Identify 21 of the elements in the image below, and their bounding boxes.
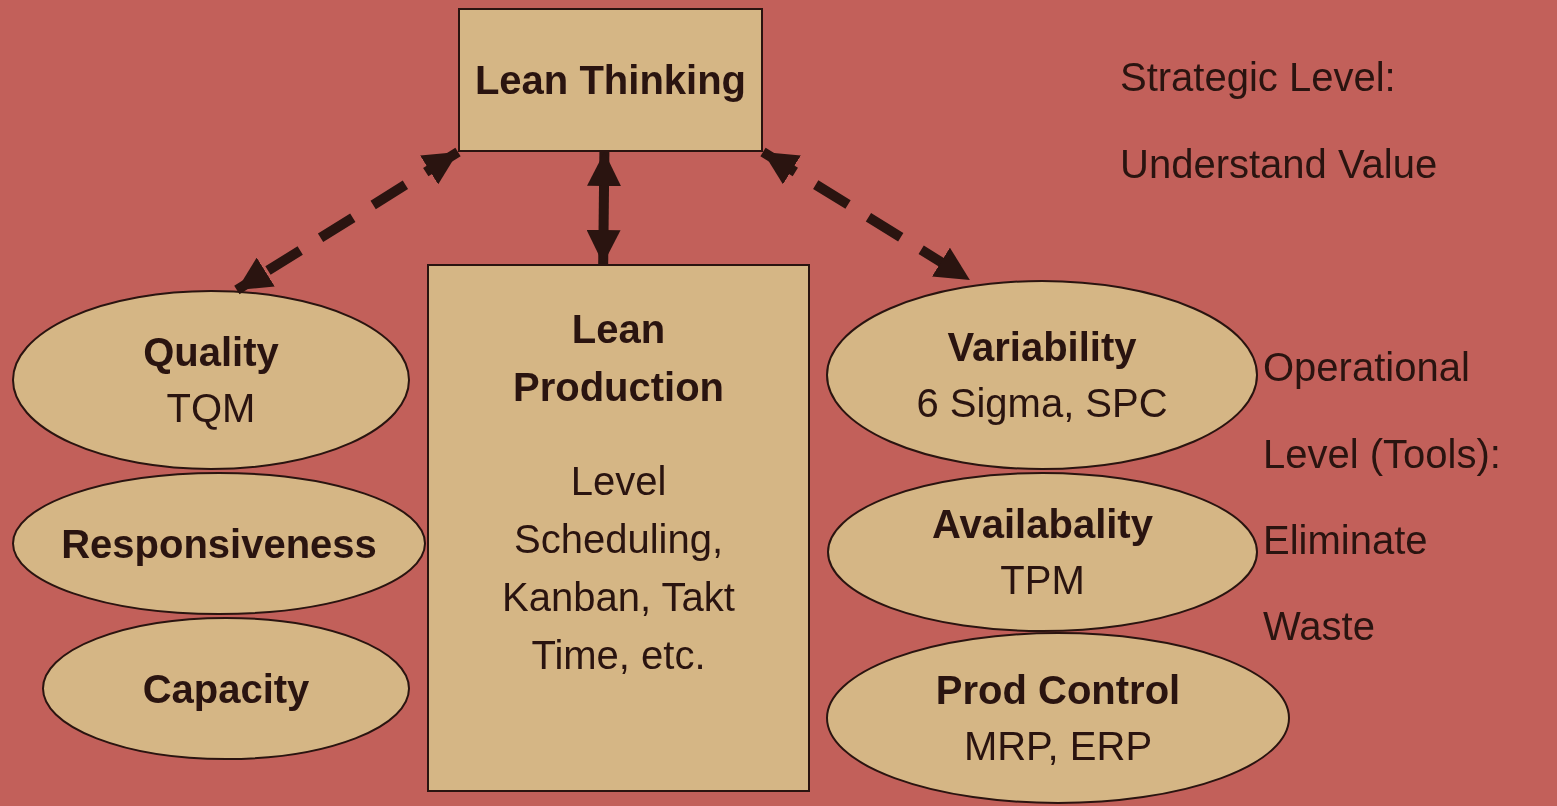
node-description: Level Scheduling, Kanban, Takt Time, etc. <box>501 458 736 679</box>
node-heading: Availabality <box>932 501 1153 548</box>
node-heading: Lean Production <box>511 306 726 411</box>
node-heading: Responsiveness <box>61 520 377 568</box>
operational-level-note: Eliminate <box>1263 518 1428 563</box>
double-arrow <box>234 147 461 295</box>
strategic-level-note: Strategic Level: <box>1120 55 1396 100</box>
double-arrow <box>586 151 622 265</box>
operational-level-note: Operational <box>1263 345 1470 390</box>
operational-level-note: Waste <box>1263 604 1375 649</box>
node-heading: Prod Control <box>935 667 1181 714</box>
node-heading: Lean Thinking <box>474 57 747 104</box>
node-description: MRP, ERP <box>963 723 1153 770</box>
node-description: TQM <box>166 385 256 432</box>
node-heading: Capacity <box>142 665 310 713</box>
node-heading: Quality <box>143 329 279 376</box>
strategic-level-note: Understand Value <box>1120 142 1438 187</box>
node-heading: Variability <box>947 324 1137 371</box>
node-description: TPM <box>1000 557 1085 604</box>
operational-level-note: Level (Tools): <box>1263 432 1501 477</box>
node-description: 6 Sigma, SPC <box>916 380 1168 427</box>
